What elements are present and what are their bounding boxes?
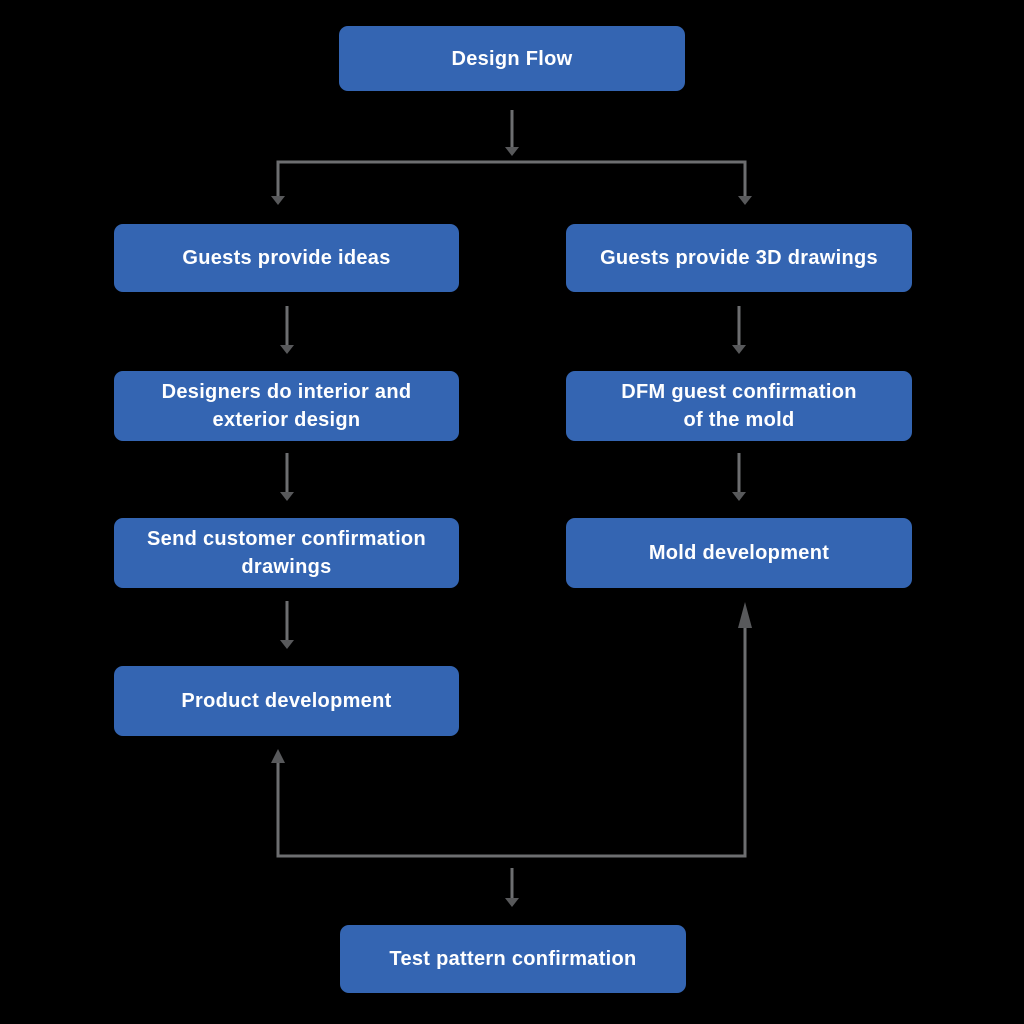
node-test-pattern-confirmation: Test pattern confirmation xyxy=(340,925,686,993)
arrowhead-down-sendcustomer xyxy=(280,492,294,501)
arrowhead-down-testpattern xyxy=(505,898,519,907)
arrowhead-down-guests-ideas xyxy=(271,196,285,205)
arrowhead-down-junction-top xyxy=(505,147,519,156)
edge-top-branch xyxy=(276,160,747,196)
edge-bottom-junction xyxy=(276,624,747,858)
arrowhead-down-productdev xyxy=(280,640,294,649)
node-guests-provide-ideas: Guests provide ideas xyxy=(114,224,459,292)
node-dfm-guest-confirmation: DFM guest confirmation of the mold xyxy=(566,371,912,441)
arrowhead-down-guests-3d xyxy=(738,196,752,205)
node-design-flow: Design Flow xyxy=(339,26,685,91)
arrowhead-down-molddev xyxy=(732,492,746,501)
arrowhead-up-productdev xyxy=(271,749,285,763)
node-designers-interior-exterior: Designers do interior and exterior desig… xyxy=(114,371,459,441)
arrowhead-up-molddev xyxy=(738,602,752,628)
arrowhead-down-designers xyxy=(280,345,294,354)
node-guests-provide-3d-drawings: Guests provide 3D drawings xyxy=(566,224,912,292)
node-mold-development: Mold development xyxy=(566,518,912,588)
node-send-customer-confirmation: Send customer confirmation drawings xyxy=(114,518,459,588)
node-product-development: Product development xyxy=(114,666,459,736)
arrowhead-down-dfm xyxy=(732,345,746,354)
